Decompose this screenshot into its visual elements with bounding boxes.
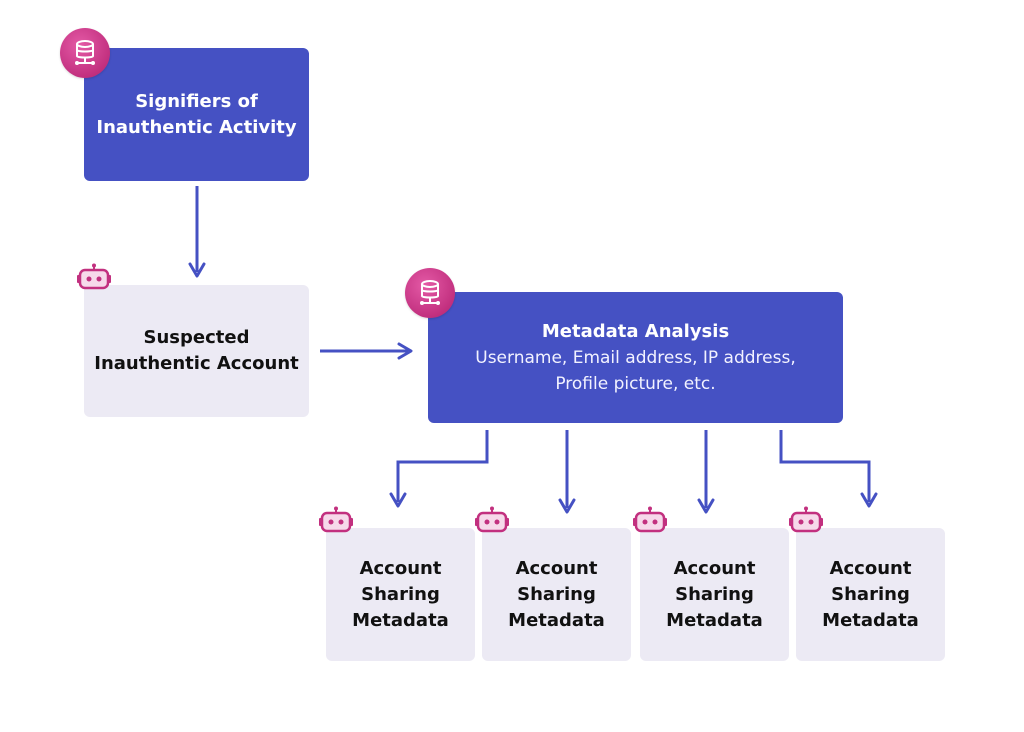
database-icon — [405, 268, 455, 318]
database-icon — [60, 28, 110, 78]
metadata-analysis-node: Metadata Analysis Username, Email addres… — [428, 292, 843, 423]
signifiers-label-line1: Signifiers of — [135, 90, 258, 112]
metadata-detail-line2: Profile picture, etc. — [555, 373, 716, 394]
signifiers-label-line2: Inauthentic Activity — [96, 116, 297, 138]
account-3-line2: Sharing — [675, 583, 754, 605]
account-4-line3: Metadata — [822, 609, 919, 631]
account-3-line1: Account — [673, 557, 756, 579]
account-sharing-node-1: Account Sharing Metadata — [326, 528, 475, 661]
account-2-label: Account Sharing Metadata — [508, 556, 605, 634]
account-1-line1: Account — [359, 557, 442, 579]
metadata-content: Metadata Analysis Username, Email addres… — [475, 319, 796, 397]
metadata-title: Metadata Analysis — [541, 320, 730, 342]
account-1-line2: Sharing — [361, 583, 440, 605]
arrow-metadata-to-account-4 — [779, 430, 871, 502]
account-4-line1: Account — [829, 557, 912, 579]
robot-icon — [633, 506, 667, 533]
signifiers-label: Signifiers of Inauthentic Activity — [96, 89, 296, 141]
robot-icon — [77, 263, 111, 290]
account-sharing-node-2: Account Sharing Metadata — [482, 528, 631, 661]
metadata-detail-line1: Username, Email address, IP address, — [475, 347, 796, 368]
robot-icon — [789, 506, 823, 533]
robot-icon — [319, 506, 353, 533]
account-4-label: Account Sharing Metadata — [822, 556, 919, 634]
account-2-line3: Metadata — [508, 609, 605, 631]
account-3-label: Account Sharing Metadata — [666, 556, 763, 634]
account-1-label: Account Sharing Metadata — [352, 556, 449, 634]
account-2-line2: Sharing — [517, 583, 596, 605]
suspected-label-line1: Suspected — [143, 327, 250, 348]
account-3-line3: Metadata — [666, 609, 763, 631]
signifiers-node: Signifiers of Inauthentic Activity — [84, 48, 309, 181]
account-sharing-node-4: Account Sharing Metadata — [796, 528, 945, 661]
robot-icon — [475, 506, 509, 533]
arrow-metadata-to-account-1 — [396, 430, 489, 502]
account-1-line3: Metadata — [352, 609, 449, 631]
suspected-account-node: Suspected Inauthentic Account — [84, 285, 309, 417]
suspected-label-line2: Inauthentic Account — [94, 353, 299, 374]
account-2-line1: Account — [515, 557, 598, 579]
account-4-line2: Sharing — [831, 583, 910, 605]
suspected-label: Suspected Inauthentic Account — [94, 325, 299, 377]
account-sharing-node-3: Account Sharing Metadata — [640, 528, 789, 661]
